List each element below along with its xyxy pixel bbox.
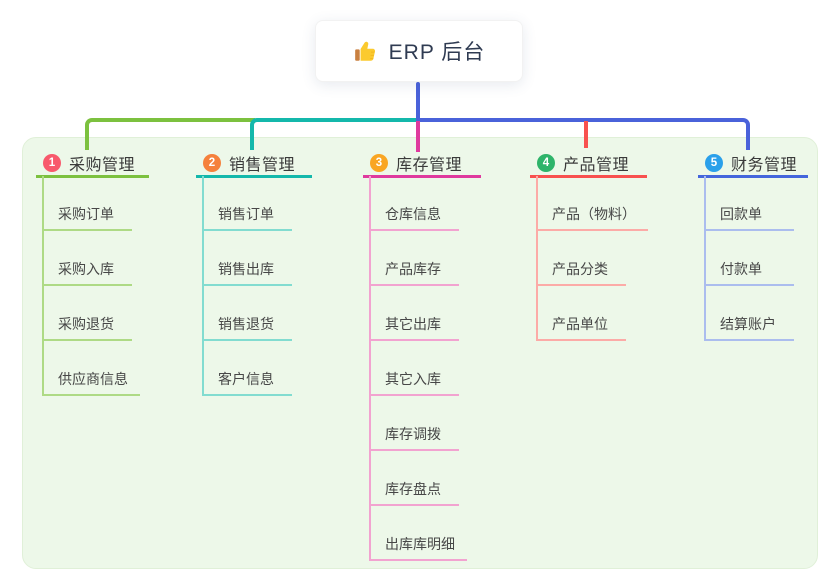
- branch-title: 财务管理: [731, 156, 798, 174]
- branch-header-sales[interactable]: 2 销售管理: [196, 150, 312, 178]
- child-node[interactable]: 出库库明细: [369, 532, 467, 561]
- branch-title: 产品管理: [563, 156, 630, 174]
- child-node[interactable]: 其它出库: [369, 312, 459, 341]
- child-node[interactable]: 采购退货: [42, 312, 132, 341]
- branch-header-inventory[interactable]: 3 库存管理: [363, 150, 481, 178]
- branch-header-finance[interactable]: 5 财务管理: [698, 150, 808, 178]
- child-node[interactable]: 产品分类: [536, 257, 626, 286]
- branch-header-product[interactable]: 4 产品管理: [530, 150, 647, 178]
- branch-title: 采购管理: [69, 156, 136, 174]
- child-node[interactable]: 采购入库: [42, 257, 132, 286]
- branch-spine: [536, 176, 538, 341]
- child-node[interactable]: 销售退货: [202, 312, 292, 341]
- child-node[interactable]: 仓库信息: [369, 202, 459, 231]
- root-title: ERP 后台: [388, 41, 486, 64]
- child-node[interactable]: 采购订单: [42, 202, 132, 231]
- branches-panel: [22, 137, 818, 569]
- child-node[interactable]: 其它入库: [369, 367, 459, 396]
- child-node[interactable]: 付款单: [704, 257, 794, 286]
- branch-spine: [369, 176, 371, 561]
- thumbs-up-icon: [353, 38, 379, 64]
- connector-branch-1: [85, 118, 255, 150]
- branch-spine: [42, 176, 44, 396]
- child-node[interactable]: 销售订单: [202, 202, 292, 231]
- branch-number-badge: 5: [705, 153, 723, 172]
- branch-title: 销售管理: [229, 156, 296, 174]
- root-node-erp[interactable]: ERP 后台: [315, 20, 523, 82]
- child-node[interactable]: 结算账户: [704, 312, 794, 341]
- child-node[interactable]: 库存盘点: [369, 477, 459, 506]
- branch-number-badge: 2: [203, 153, 221, 172]
- child-node[interactable]: 产品单位: [536, 312, 626, 341]
- branch-title: 库存管理: [396, 156, 463, 174]
- branch-number-badge: 3: [370, 153, 388, 172]
- connector-branch-4: [584, 121, 588, 148]
- child-node[interactable]: 销售出库: [202, 257, 292, 286]
- child-node[interactable]: 产品（物料）: [536, 202, 648, 231]
- connector-branch-3: [416, 121, 420, 152]
- branch-spine: [202, 176, 204, 396]
- branch-number-badge: 1: [43, 153, 61, 172]
- connector-branch-2: [250, 118, 418, 150]
- connector-branch-5: [416, 118, 750, 150]
- child-node[interactable]: 回款单: [704, 202, 794, 231]
- child-node[interactable]: 客户信息: [202, 367, 292, 396]
- root-connector-line: [416, 82, 420, 120]
- branch-spine: [704, 176, 706, 341]
- child-node[interactable]: 供应商信息: [42, 367, 140, 396]
- branch-header-purchase[interactable]: 1 采购管理: [36, 150, 149, 178]
- child-node[interactable]: 产品库存: [369, 257, 459, 286]
- branch-number-badge: 4: [537, 153, 555, 172]
- child-node[interactable]: 库存调拨: [369, 422, 459, 451]
